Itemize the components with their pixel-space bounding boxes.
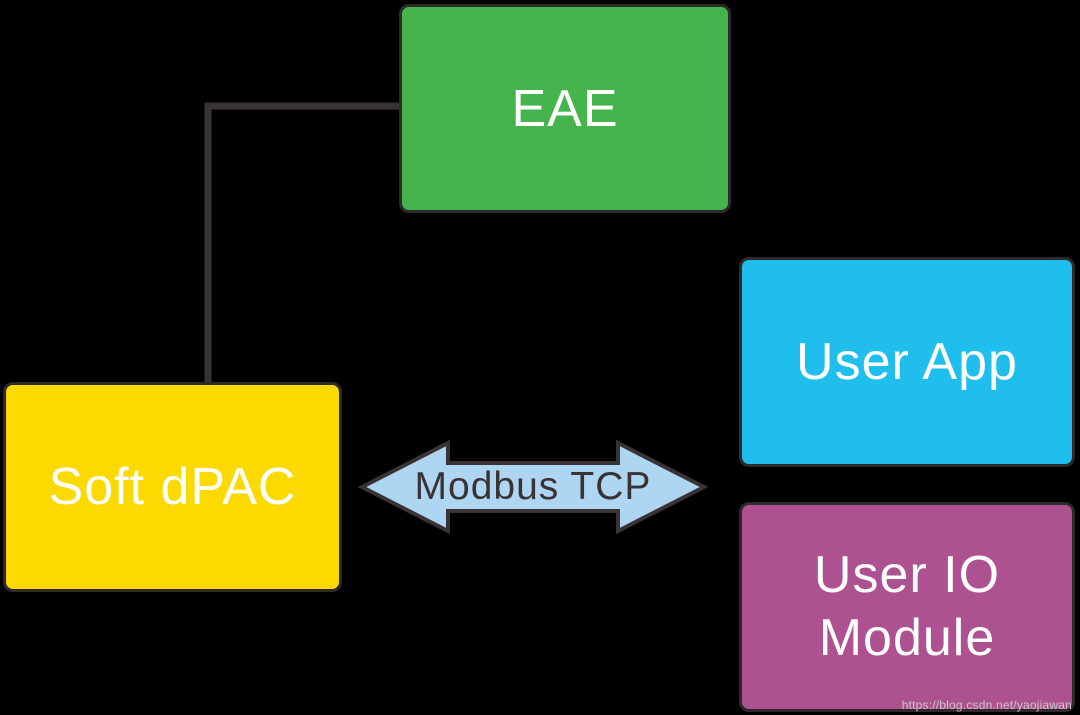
node-soft-dpac: Soft dPAC [3, 382, 342, 592]
node-user-io-module-label: User IO Module [814, 544, 1000, 671]
connector-polyline [204, 102, 401, 383]
node-user-app-label: User App [796, 333, 1018, 391]
node-eae: EAE [399, 4, 731, 213]
node-eae-label: EAE [511, 79, 619, 138]
node-soft-dpac-label: Soft dPAC [48, 458, 297, 516]
modbus-tcp-label: Modbus TCP [414, 465, 652, 508]
double-arrow-shape [358, 439, 708, 535]
node-user-io-module-label-line1: User IO [813, 545, 1001, 604]
node-user-app: User App [739, 257, 1075, 467]
watermark: https://blog.csdn.net/yaojiawan [901, 698, 1072, 712]
node-user-io-module-label-line2: Module [818, 609, 996, 667]
double-arrow-icon [358, 439, 708, 535]
modbus-tcp-connection: Modbus TCP [358, 436, 708, 538]
node-user-io-module: User IO Module [739, 502, 1075, 712]
